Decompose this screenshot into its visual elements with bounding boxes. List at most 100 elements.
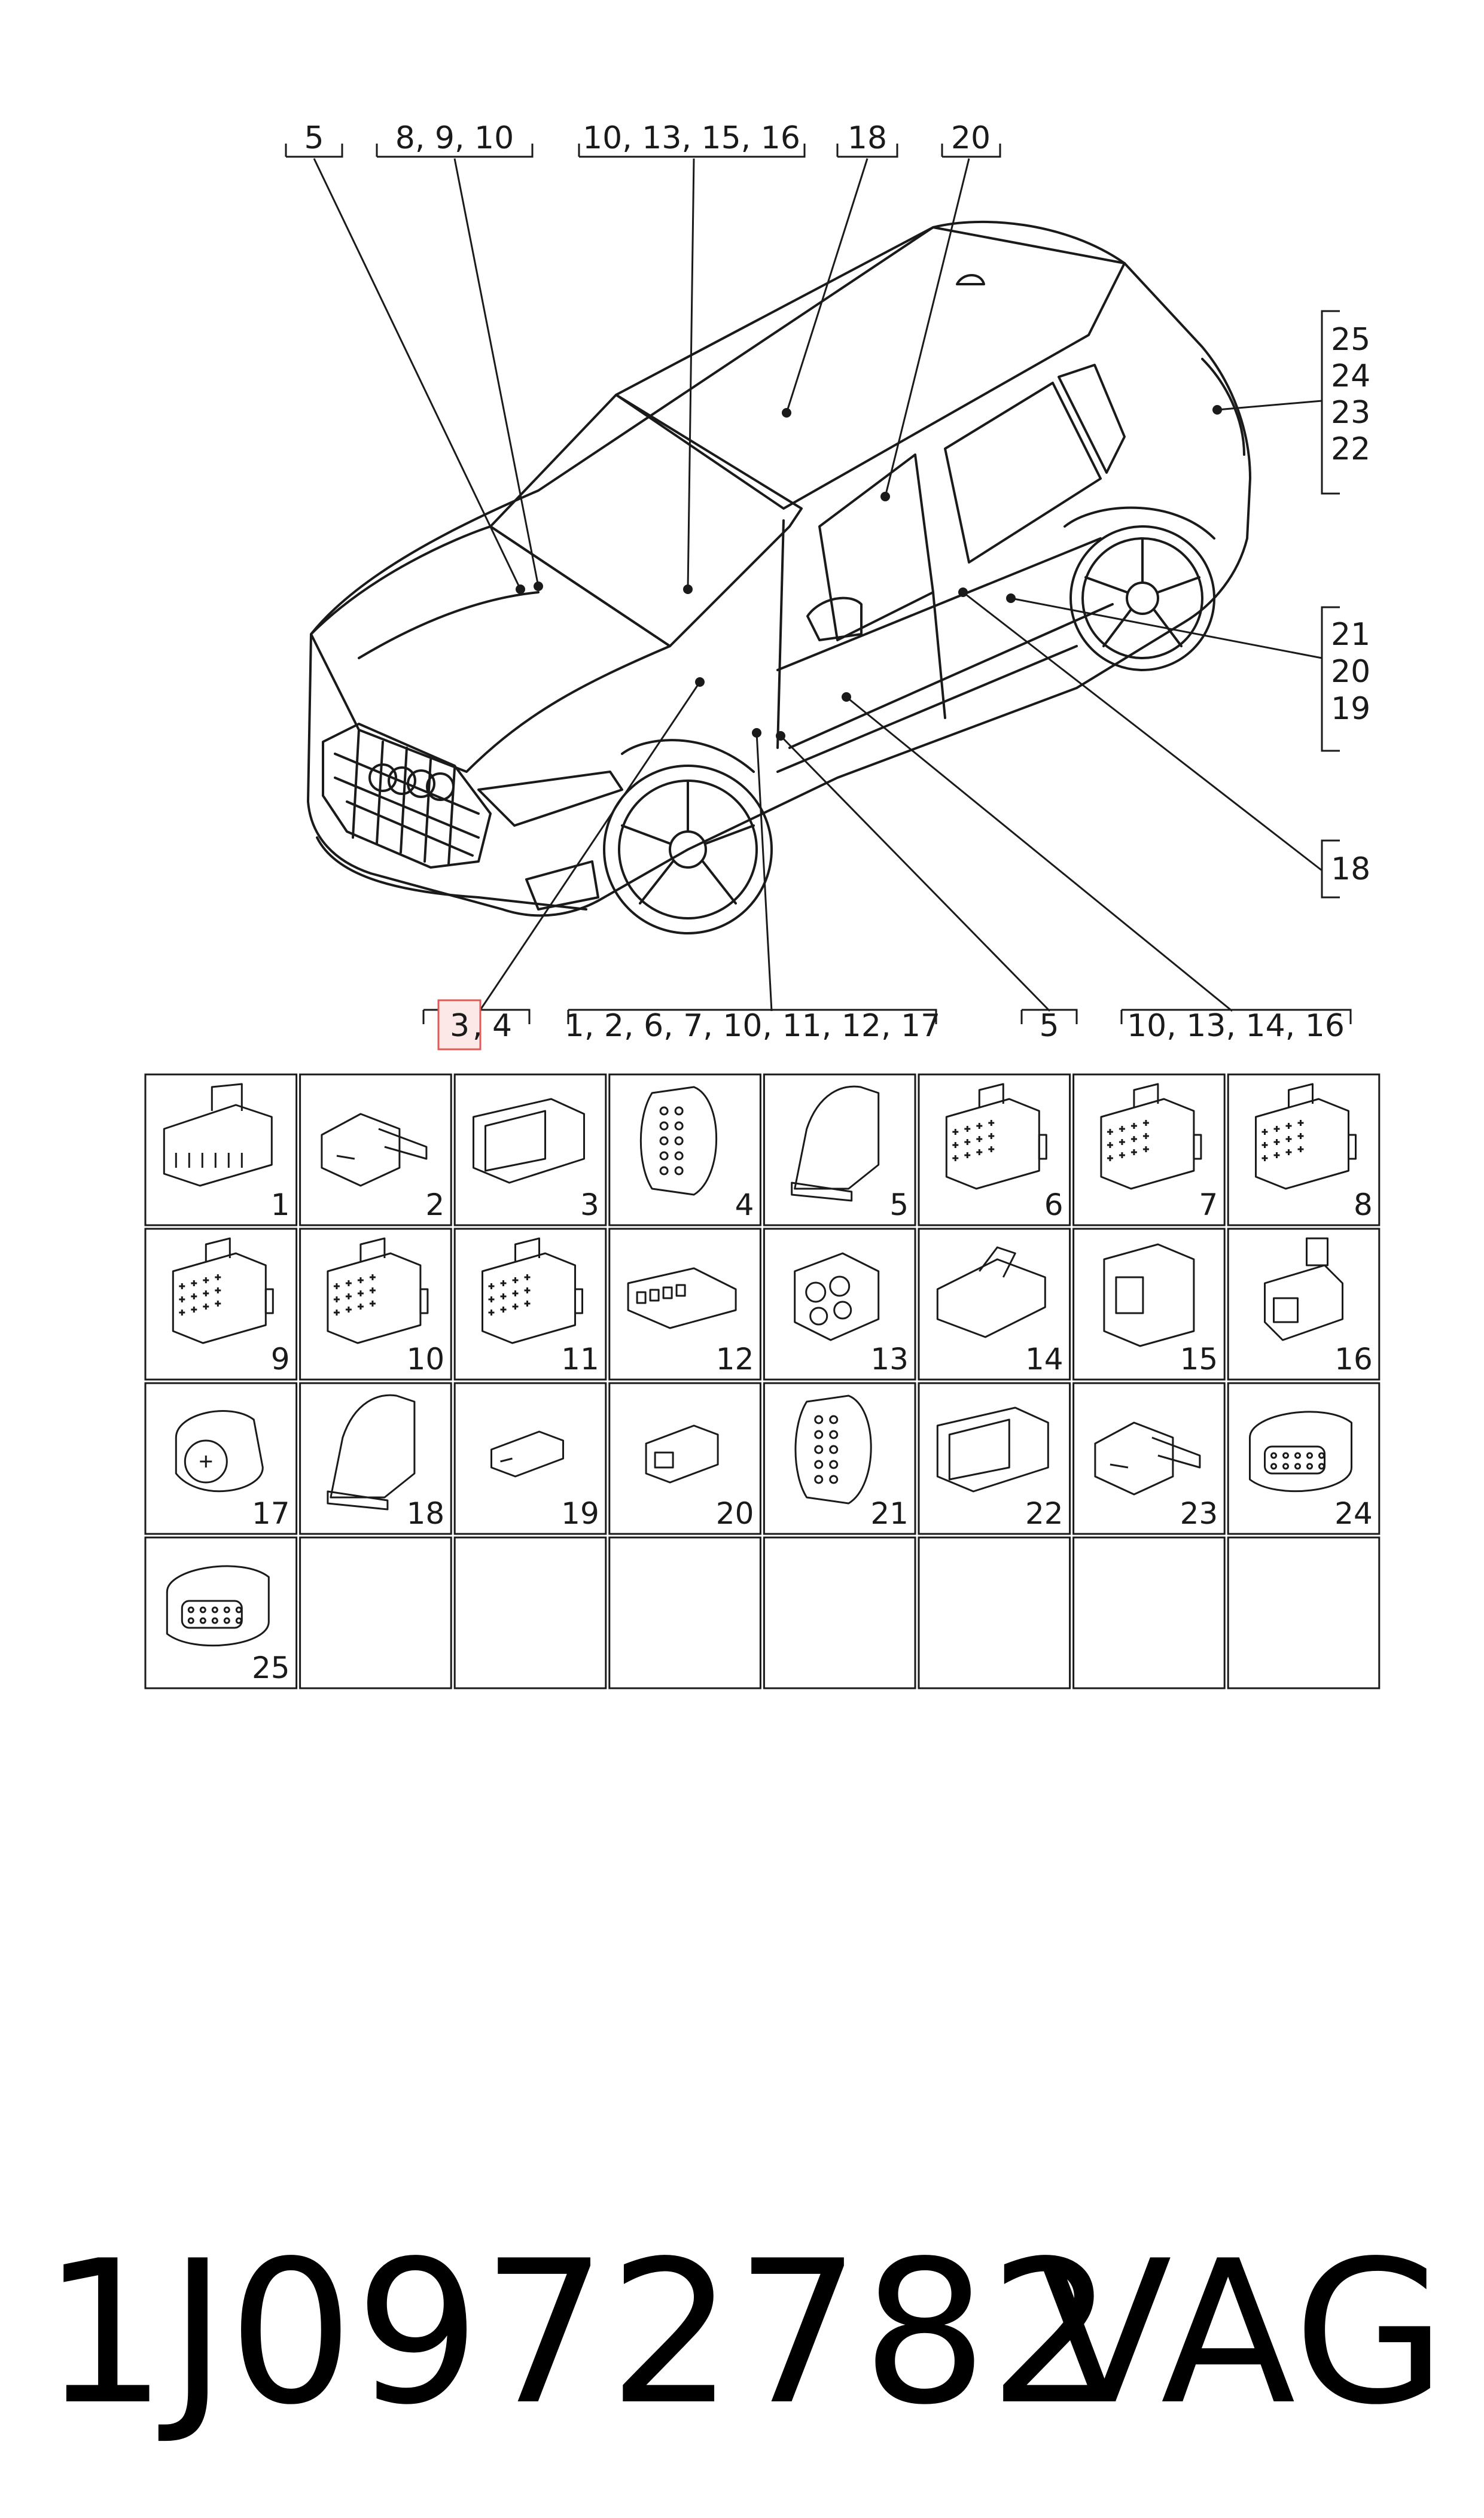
connector-number: 22 bbox=[1025, 1496, 1064, 1531]
connector-drawing bbox=[1094, 1421, 1201, 1496]
callout-bottom-2: 1, 2, 6, 7, 10, 11, 12, 17 bbox=[565, 1008, 940, 1044]
connector-drawing bbox=[490, 1430, 564, 1478]
connector-cell-7: 7 bbox=[1072, 1073, 1226, 1226]
connector-drawing bbox=[945, 1083, 1047, 1190]
connector-drawing bbox=[645, 1424, 719, 1484]
connector-drawing bbox=[1264, 1237, 1343, 1341]
callout-top-1: 5 bbox=[285, 120, 343, 158]
connector-cell-empty bbox=[453, 1536, 607, 1689]
connector-drawing bbox=[473, 1098, 585, 1184]
connector-number: 8 bbox=[1354, 1188, 1373, 1222]
bottom-callouts: 3 , 4 1, 2, 6, 7, 10, 11, 12, 17 5 10, 1… bbox=[422, 999, 1352, 1051]
callout-top-5: 20 bbox=[941, 120, 1001, 158]
connector-number: 15 bbox=[1180, 1342, 1218, 1377]
callout-label: 21 bbox=[1331, 617, 1370, 653]
callout-label: 5 bbox=[1039, 1008, 1059, 1044]
connector-drawing bbox=[1255, 1083, 1357, 1190]
connector-number: 17 bbox=[252, 1496, 290, 1531]
callout-top-4: 18 bbox=[836, 120, 898, 158]
callout-label: 20 bbox=[951, 120, 991, 156]
connector-cell-empty bbox=[1072, 1536, 1226, 1689]
connector-cell-empty bbox=[1227, 1536, 1381, 1689]
connector-cell-4: 4 bbox=[608, 1073, 761, 1226]
connector-cell-14: 14 bbox=[918, 1228, 1071, 1381]
callout-label-highlight: 3 bbox=[450, 1008, 470, 1044]
connector-cell-5: 5 bbox=[763, 1073, 916, 1226]
callout-label: 5 bbox=[304, 120, 324, 156]
connector-number: 7 bbox=[1199, 1188, 1218, 1222]
highlight-box bbox=[437, 999, 482, 1051]
connector-drawing bbox=[936, 1246, 1046, 1338]
connector-cell-2: 2 bbox=[299, 1073, 452, 1226]
connector-cell-21: 21 bbox=[763, 1382, 916, 1535]
callout-label: 23 bbox=[1331, 395, 1370, 431]
connector-number: 14 bbox=[1025, 1342, 1064, 1377]
connector-drawing bbox=[321, 1113, 428, 1187]
connector-cell-empty bbox=[918, 1536, 1071, 1689]
connector-number: 25 bbox=[252, 1651, 290, 1685]
connector-drawing bbox=[1100, 1083, 1202, 1190]
footer: 1J0972782 VAG bbox=[42, 2213, 1448, 2453]
connector-cell-empty bbox=[763, 1536, 916, 1689]
callout-label: 25 bbox=[1331, 322, 1370, 358]
connector-cell-12: 12 bbox=[608, 1228, 761, 1381]
callout-bottom-3: 5 bbox=[1020, 1008, 1078, 1044]
callout-label: 10, 13, 15, 16 bbox=[583, 120, 800, 156]
connector-number: 9 bbox=[271, 1342, 290, 1377]
connector-number: 18 bbox=[407, 1496, 445, 1531]
connector-cell-8: 8 bbox=[1227, 1073, 1381, 1226]
connector-drawing bbox=[482, 1237, 583, 1344]
callout-label: 10, 13, 14, 16 bbox=[1127, 1008, 1345, 1044]
connector-cell-24: 24 bbox=[1227, 1382, 1381, 1535]
connector-number: 20 bbox=[716, 1496, 754, 1531]
brand-name: VAG bbox=[1037, 2218, 1448, 2448]
connector-drawing bbox=[327, 1394, 416, 1511]
callout-top-3: 10, 13, 15, 16 bbox=[578, 120, 806, 158]
connector-drawing bbox=[166, 1565, 270, 1647]
connector-cell-19: 19 bbox=[453, 1382, 607, 1535]
connector-number: 2 bbox=[425, 1188, 444, 1222]
connector-drawing bbox=[936, 1406, 1049, 1493]
connector-cell-empty bbox=[299, 1536, 452, 1689]
callout-label: 18 bbox=[848, 120, 887, 156]
connector-drawing bbox=[1103, 1243, 1195, 1347]
connector-number: 13 bbox=[870, 1342, 909, 1377]
connector-cell-empty bbox=[608, 1536, 761, 1689]
connector-diagram: 5 8, 9, 10 10, 13, 15, 16 18 20 25 24 23… bbox=[144, 120, 1381, 1689]
connector-cell-23: 23 bbox=[1072, 1382, 1226, 1535]
connector-cell-3: 3 bbox=[453, 1073, 607, 1226]
connector-drawing bbox=[172, 1237, 274, 1344]
connector-drawing bbox=[327, 1237, 429, 1344]
connector-cell-20: 20 bbox=[608, 1382, 761, 1535]
connector-drawing bbox=[794, 1395, 872, 1505]
connector-cell-10: 10 bbox=[299, 1228, 452, 1381]
car-illustration bbox=[307, 220, 1251, 934]
connector-number: 10 bbox=[407, 1342, 445, 1377]
connector-number: 19 bbox=[561, 1496, 599, 1531]
connector-cell-17: 17 bbox=[144, 1382, 298, 1535]
connector-drawing bbox=[639, 1086, 718, 1196]
part-number: 1J0972782 bbox=[42, 2218, 1116, 2448]
connector-cell-18: 18 bbox=[299, 1382, 452, 1535]
connector-cell-9: 9 bbox=[144, 1228, 298, 1381]
callout-right-3: 18 bbox=[1321, 839, 1370, 899]
callout-label: 18 bbox=[1331, 851, 1370, 887]
callout-label: 24 bbox=[1331, 358, 1370, 394]
connector-cell-6: 6 bbox=[918, 1073, 1071, 1226]
connector-cell-22: 22 bbox=[918, 1382, 1071, 1535]
top-callouts: 5 8, 9, 10 10, 13, 15, 16 18 20 bbox=[285, 120, 1001, 158]
leader-lines bbox=[313, 158, 1323, 1018]
connector-number: 11 bbox=[561, 1342, 599, 1377]
connector-drawing bbox=[175, 1410, 264, 1493]
connector-drawing bbox=[794, 1252, 880, 1341]
connector-drawing bbox=[791, 1085, 880, 1202]
callout-label: 22 bbox=[1331, 431, 1370, 467]
connector-cell-1: 1 bbox=[144, 1073, 298, 1226]
connector-number: 4 bbox=[735, 1188, 754, 1222]
connector-drawing bbox=[163, 1083, 273, 1187]
connector-number: 1 bbox=[271, 1188, 290, 1222]
callout-bottom-1: 3 , 4 bbox=[422, 999, 531, 1051]
connector-number: 5 bbox=[889, 1188, 909, 1222]
connector-drawing bbox=[1249, 1411, 1352, 1493]
